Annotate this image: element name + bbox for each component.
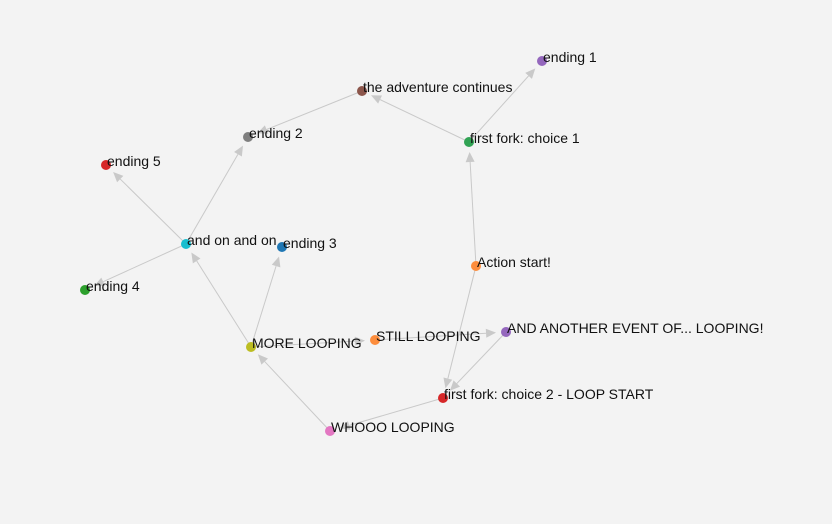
node-ending-4[interactable]: ending 4	[80, 278, 140, 295]
node-dot[interactable]	[277, 242, 287, 252]
node-label: WHOOO LOOPING	[331, 419, 455, 435]
node-dot[interactable]	[101, 160, 111, 170]
node-dot[interactable]	[246, 342, 256, 352]
edge-line	[469, 161, 477, 267]
edge-arrowhead-icon	[271, 256, 281, 268]
edge-arrowhead-icon	[257, 125, 269, 134]
edge-arrowhead-icon	[113, 172, 124, 183]
edge-line	[196, 260, 252, 348]
node-and-on[interactable]: and on and on	[181, 232, 277, 249]
node-label: and on and on	[187, 232, 277, 248]
edge-line	[102, 243, 187, 283]
node-ending-2[interactable]: ending 2	[243, 125, 303, 142]
edge-more-looping-to-still-looping	[250, 336, 366, 348]
node-dot[interactable]	[471, 261, 481, 271]
node-dot[interactable]	[537, 56, 547, 66]
edge-arrowhead-icon	[465, 151, 475, 163]
node-label: STILL LOOPING	[376, 328, 481, 344]
edge-line	[185, 154, 239, 245]
edge-arrowhead-icon	[485, 328, 497, 338]
node-label: ending 2	[249, 125, 303, 141]
edge-line	[374, 332, 487, 341]
edge-arrowhead-icon	[191, 252, 201, 264]
edge-another-event-to-choice-2	[449, 331, 507, 391]
edge-whooo-looping-to-more-looping	[257, 354, 331, 432]
edge-arrowhead-icon	[94, 277, 106, 286]
edge-action-start-to-choice-1	[465, 151, 477, 267]
node-label: ending 4	[86, 278, 140, 294]
node-label: first fork: choice 2 - LOOP START	[444, 386, 654, 402]
node-choice-1[interactable]: first fork: choice 1	[464, 130, 580, 147]
edge-line	[119, 178, 187, 245]
node-label: MORE LOOPING	[252, 335, 362, 351]
edge-line	[250, 340, 356, 348]
edge-line	[264, 361, 331, 432]
node-dot[interactable]	[501, 327, 511, 337]
edge-line	[250, 265, 277, 348]
edge-arrowhead-icon	[339, 421, 351, 430]
edge-still-looping-to-another-event	[374, 328, 497, 341]
edge-arrowhead-icon	[449, 380, 461, 391]
edge-action-start-to-choice-2	[443, 265, 477, 389]
node-dot[interactable]	[464, 137, 474, 147]
edge-choice-1-to-adventure-continues	[371, 95, 470, 143]
edge-arrowhead-icon	[443, 377, 453, 389]
node-action-start[interactable]: Action start!	[471, 254, 551, 271]
edge-line	[468, 75, 529, 143]
edge-arrowhead-icon	[354, 336, 366, 346]
node-dot[interactable]	[370, 335, 380, 345]
node-label: ending 3	[283, 235, 337, 251]
edge-choice-2-to-whooo-looping	[339, 397, 444, 430]
edge-more-looping-to-ending-3	[250, 256, 281, 348]
node-ending-3[interactable]: ending 3	[277, 235, 337, 252]
edge-line	[349, 397, 444, 426]
node-dot[interactable]	[325, 426, 335, 436]
edge-more-looping-to-and-on	[191, 252, 252, 348]
node-whooo-looping[interactable]: WHOOO LOOPING	[325, 419, 455, 436]
node-more-looping[interactable]: MORE LOOPING	[246, 335, 362, 352]
edge-arrowhead-icon	[525, 68, 536, 79]
edge-arrowhead-icon	[234, 145, 243, 157]
node-label: AND ANOTHER EVENT OF... LOOPING!	[507, 320, 763, 336]
node-another-event[interactable]: AND ANOTHER EVENT OF... LOOPING!	[501, 320, 763, 337]
node-dot[interactable]	[438, 393, 448, 403]
node-dot[interactable]	[357, 86, 367, 96]
edge-line	[447, 265, 477, 379]
edge-line	[456, 331, 507, 384]
edge-adventure-continues-to-ending-2	[257, 90, 363, 134]
node-label: ending 5	[107, 153, 161, 169]
node-ending-1[interactable]: ending 1	[537, 49, 597, 66]
edge-line	[379, 99, 470, 143]
edge-and-on-to-ending-5	[113, 172, 187, 245]
edge-line	[266, 90, 363, 130]
edge-arrowhead-icon	[371, 95, 382, 104]
edge-arrowhead-icon	[257, 354, 268, 365]
node-dot[interactable]	[243, 132, 253, 142]
node-choice-2[interactable]: first fork: choice 2 - LOOP START	[438, 386, 654, 403]
node-label: ending 1	[543, 49, 597, 65]
node-label: Action start!	[477, 254, 551, 270]
node-dot[interactable]	[80, 285, 90, 295]
node-adventure-continues[interactable]: the adventure continues	[357, 79, 512, 96]
node-label: first fork: choice 1	[470, 130, 580, 146]
nodes-layer: Action start! first fork: choice 1 ending …	[80, 49, 763, 436]
edge-and-on-to-ending-2	[185, 145, 243, 245]
edge-choice-1-to-ending-1	[468, 68, 536, 143]
node-dot[interactable]	[181, 239, 191, 249]
node-label: the adventure continues	[363, 79, 512, 95]
edge-and-on-to-ending-4	[94, 243, 187, 286]
edges-layer	[94, 68, 536, 432]
node-ending-5[interactable]: ending 5	[101, 153, 161, 170]
node-still-looping[interactable]: STILL LOOPING	[370, 328, 481, 345]
